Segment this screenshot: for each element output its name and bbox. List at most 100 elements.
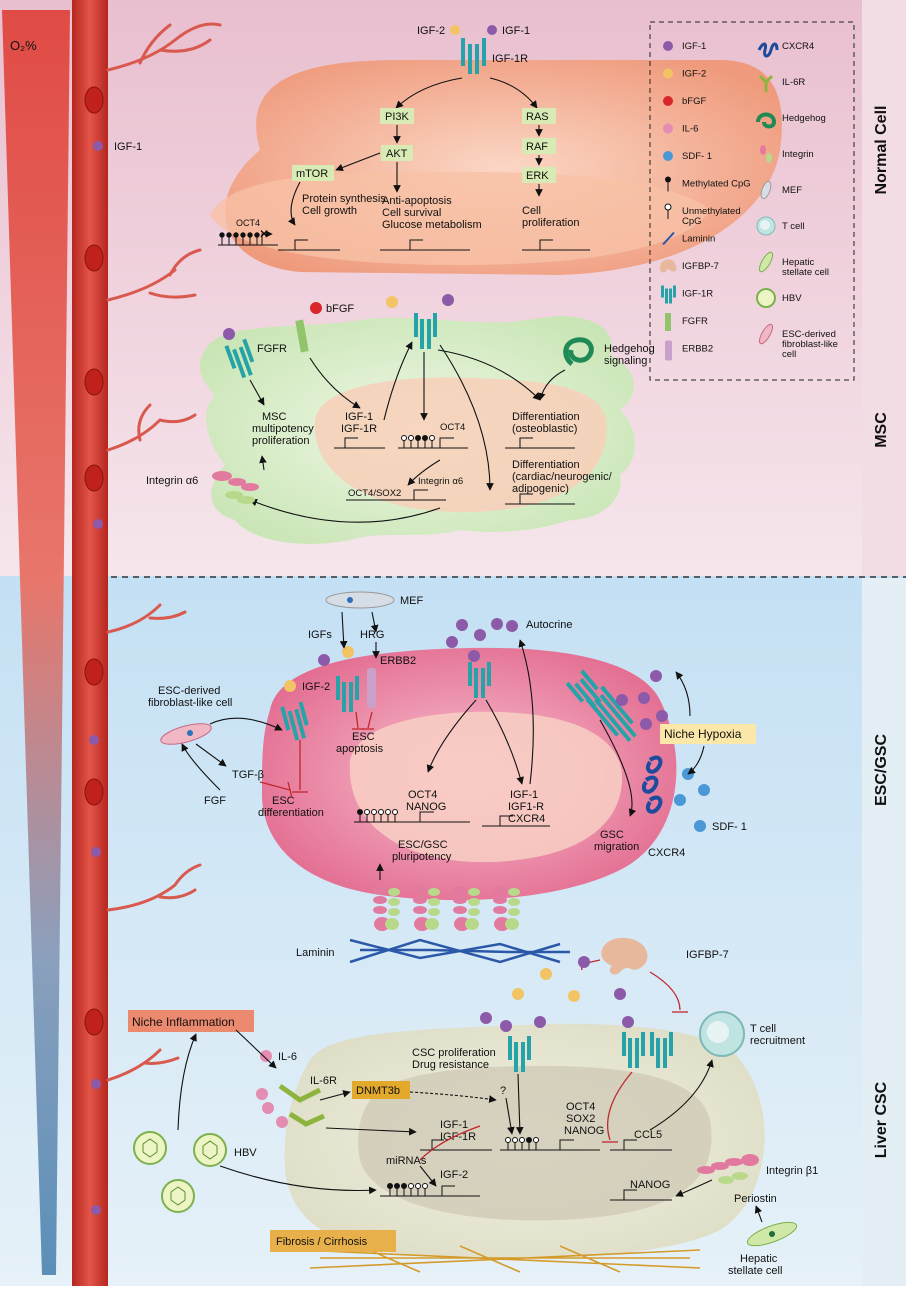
hepatic-stellate-icon — [759, 251, 773, 273]
liver-tcell2-label: recruitment — [750, 1035, 805, 1047]
esc-igf1-gene-label: IGF-1 — [510, 789, 538, 801]
esc-tgfb-label: TGF-β — [232, 769, 264, 781]
esc-hrg-label: HRG — [360, 629, 384, 641]
il6r-receptor-icon — [278, 1083, 326, 1127]
msc-arrows — [249, 341, 566, 523]
il6r-icon — [758, 74, 774, 92]
legend-label-integrin: Integrin — [782, 149, 814, 160]
normal-igf2-label: IGF-2 — [417, 25, 445, 37]
msc-integrin-icon — [212, 471, 259, 504]
mef-icon — [760, 180, 772, 200]
liver-csc2-label: Drug resistance — [412, 1059, 489, 1071]
t-cell-nucleus — [707, 1021, 729, 1043]
igf1-ligand-icon — [663, 41, 673, 51]
msc-diff1-label: Differentiation — [512, 411, 580, 423]
t-cell-icon — [756, 216, 776, 236]
raf-box — [522, 138, 556, 154]
msc-signaling-label: signaling — [604, 355, 647, 367]
esc-laminin-label: Laminin — [296, 947, 335, 959]
msc-igf1-icon — [442, 294, 454, 306]
fibroblast-nucleus — [187, 730, 193, 736]
niche-inflammation-box — [128, 1010, 254, 1032]
lower-label-strip — [862, 578, 906, 1286]
pi3k-label: PI3K — [385, 111, 410, 123]
raf-label: RAF — [526, 141, 548, 153]
fibrosis-fibers — [299, 1245, 701, 1273]
liver-igf2-gene — [380, 1183, 480, 1197]
fgfr-icon — [665, 313, 671, 331]
msc-adipo-label: adipogenic) — [512, 483, 569, 495]
fibroblast-like-icon — [759, 323, 773, 345]
hedgehog-icon — [756, 112, 777, 129]
esc-igfs-label: IGFs — [308, 629, 332, 641]
esc-apop1-label: ESC — [352, 731, 375, 743]
normal-cell-nucleus — [210, 171, 710, 265]
liver-csc1-label: CSC proliferation — [412, 1047, 496, 1059]
legend-label-unmethylated-cpg-line1: Unmethylated — [682, 206, 741, 217]
legend-label-bfgf-ligand: bFGF — [682, 96, 706, 107]
legend-label-igf1r: IGF-1R — [682, 289, 713, 300]
liver-il6r-label: IL-6R — [310, 1075, 337, 1087]
normal-cell-panel — [210, 60, 782, 275]
fibrosis-box — [270, 1230, 396, 1252]
upper-label-strip — [862, 0, 906, 576]
hedgehog-signal-icon — [563, 337, 594, 366]
section-label-liver: Liver CSC — [873, 1081, 890, 1158]
esc-gsc-label: GSC — [600, 829, 624, 841]
liver-sox2-label: SOX2 — [566, 1113, 595, 1125]
esc-arrows — [181, 611, 705, 880]
esc-diff1-label: ESC — [272, 795, 295, 807]
cell-growth-label: Cell growth — [302, 205, 357, 217]
esc-cxcr4-label: CXCR4 — [648, 847, 685, 859]
mef-nucleus — [347, 597, 353, 603]
igfbp7-icon — [660, 259, 677, 273]
esc-fib1-label: ESC-derived — [158, 685, 220, 697]
esc-hypoxia-igf1 — [616, 670, 668, 730]
liver-igf2-label: IGF-2 — [440, 1169, 468, 1181]
legend-label-unmethylated-cpg-line2: CpG — [682, 216, 702, 227]
ras-label: RAS — [526, 111, 549, 123]
liver-hepatic1-label: Hepatic — [740, 1253, 778, 1265]
mtor-box — [292, 165, 334, 181]
liver-igf1-label: IGF-1 — [440, 1119, 468, 1131]
msc-cardiac-label: (cardiac/neurogenic/ — [512, 471, 613, 483]
esc-nucleus — [349, 711, 623, 863]
legend-label-fibroblast-like-line2: fibroblast-like — [782, 339, 838, 350]
msc-side-receptor-icon — [224, 338, 255, 379]
esc-apop2-label: apoptosis — [336, 743, 384, 755]
legend-label-erbb2: ERBB2 — [682, 344, 713, 355]
esc-integrins — [373, 886, 520, 931]
protein-synthesis-label: Protein synthesis — [302, 193, 386, 205]
liver-arrows — [177, 1029, 763, 1223]
laminin-icon — [662, 231, 675, 246]
msc-integrin-gene-label: Integrin α6 — [418, 476, 463, 487]
methylated-cpg-icon — [665, 176, 671, 192]
legend-label-hepatic-stellate-line1: Hepatic — [782, 257, 814, 268]
esc-fgf-label: FGF — [204, 795, 226, 807]
sdf1-ligand-icon — [663, 151, 673, 161]
pi3k-box — [380, 108, 414, 124]
vessel-igf1-molecules — [89, 141, 103, 1215]
normal-gene-marks — [278, 239, 590, 251]
esc-igf1r-receptor-c — [468, 662, 491, 698]
legend-label-igf2-ligand: IGF-2 — [682, 69, 706, 80]
liver-integrin-icon — [697, 1154, 759, 1184]
erbb2-icon — [665, 340, 672, 361]
blocked-x-icon: ✕ — [259, 227, 269, 241]
liver-igf1r-receptor-b — [622, 1032, 673, 1068]
liver-ligands — [480, 956, 634, 1032]
msc-bfgf-label: bFGF — [326, 303, 354, 315]
oxygen-label: O₂% — [10, 38, 37, 53]
erk-label: ERK — [526, 170, 549, 182]
igf2-ligand-icon — [663, 68, 673, 79]
liver-oct4-label: OCT4 — [566, 1101, 595, 1113]
blood-vessel — [72, 0, 108, 1286]
legend-box — [649, 21, 855, 381]
msc-igf1r-gene-label: IGF-1R — [341, 423, 377, 435]
liver-nanog2-label: NANOG — [630, 1179, 670, 1191]
esc-erbb2-label: ERBB2 — [380, 655, 416, 667]
liver-hepatic2-label: stellate cell — [728, 1265, 782, 1277]
igf2-ligand-icon — [450, 25, 460, 35]
